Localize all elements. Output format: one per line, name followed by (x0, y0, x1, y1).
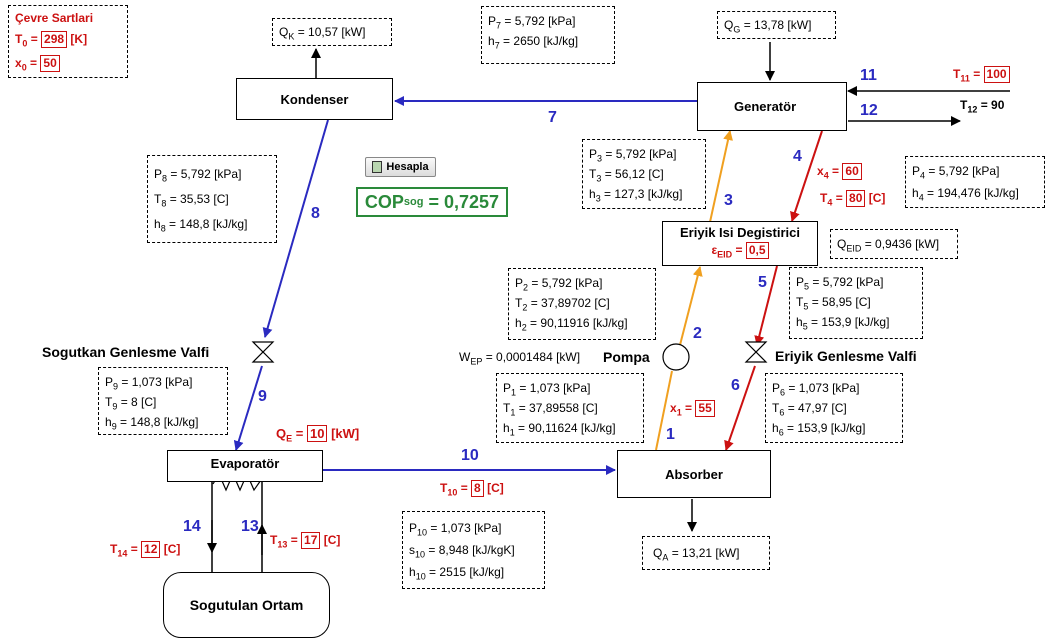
environment-panel: Çevre Sartlari T0 = 298 [K] x0 = 50 (8, 5, 128, 78)
state-number-6: 6 (731, 377, 740, 394)
t10-input[interactable]: 8 (471, 480, 484, 497)
stream-9-line (233, 365, 263, 451)
t11-input[interactable]: 100 (983, 66, 1010, 83)
state-8-box: P8 = 5,792 [kPa] T8 = 35,53 [C] h8 = 148… (147, 155, 277, 243)
stream-5-line (754, 265, 778, 346)
state-number-1: 1 (666, 426, 675, 443)
t0-input[interactable]: 298 (41, 31, 68, 48)
qa-value: = 13,21 [kW] (671, 546, 740, 560)
kondenser-box: Kondenser (236, 78, 393, 120)
eid-box: Eriyik Isi Degistirici εEID = 0,5 (662, 221, 818, 266)
state-number-7: 7 (548, 109, 557, 126)
stream-4-line (790, 130, 823, 222)
stream-6-line (724, 365, 756, 451)
state-number-12: 12 (860, 102, 878, 119)
qeid-box: QEID = 0,9436 [kW] (830, 229, 958, 259)
state-4-box: P4 = 5,792 [kPa] h4 = 194,476 [kJ/kg] (905, 156, 1045, 208)
state-number-4: 4 (793, 148, 802, 165)
t12-label: T12 = 90 (960, 98, 1005, 115)
state-2-box: P2 = 5,792 [kPa] T2 = 37,89702 [C] h2 = … (508, 268, 656, 340)
state-number-9: 9 (258, 388, 267, 405)
state-number-2: 2 (693, 325, 702, 342)
stream-3-line (709, 130, 733, 223)
x0-input[interactable]: 50 (40, 55, 60, 72)
stream-1-line (655, 370, 673, 451)
stream-8-line (262, 119, 329, 338)
t4-input[interactable]: 80 (846, 190, 866, 207)
state-number-10: 10 (461, 447, 479, 464)
qe-input[interactable]: 10 (306, 425, 328, 442)
evaporator-box: Evaporatör (167, 450, 323, 482)
state-number-3: 3 (724, 192, 733, 209)
t13-input[interactable]: 17 (301, 532, 321, 549)
wep-label: WEP = 0,0001484 [kW] (459, 350, 581, 367)
t11-label: T11 = 100 (953, 66, 1010, 83)
eid-effectiveness: εEID = 0,5 (711, 242, 769, 259)
refrigerant-valve-icon (251, 341, 275, 363)
x1-label: x1 = 55 (670, 400, 715, 417)
stream-2-line (679, 266, 703, 346)
state-number-5: 5 (758, 274, 767, 291)
t0-unit: [K] (70, 32, 88, 46)
solution-valve-label: Eriyik Genlesme Valfi (775, 348, 917, 364)
qk-box: QK = 10,57 [kW] (272, 18, 392, 46)
pump-icon (662, 343, 690, 371)
state-7-box: P7 = 5,792 [kPa] h7 = 2650 [kJ/kg] (481, 6, 615, 64)
x0-label: x (15, 56, 22, 70)
x4-input[interactable]: 60 (842, 163, 862, 180)
state-3-box: P3 = 5,792 [kPa] T3 = 56,12 [C] h3 = 127… (582, 139, 706, 209)
x1-input[interactable]: 55 (695, 400, 715, 417)
environment-title: Çevre Sartlari (15, 11, 94, 25)
solution-valve-icon (744, 341, 768, 363)
state-6-box: P6 = 1,073 [kPa] T6 = 47,97 [C] h6 = 153… (765, 373, 903, 443)
x0-sub: 0 (21, 62, 27, 73)
pump-label: Pompa (603, 349, 650, 365)
state-number-13: 13 (241, 518, 259, 535)
state-9-box: P9 = 1,073 [kPa] T9 = 8 [C] h9 = 148,8 [… (98, 367, 228, 435)
calculate-button[interactable]: Hesapla (365, 157, 436, 177)
t0-label: T (15, 32, 23, 46)
generator-box: Generatör (697, 82, 847, 131)
state-10-box: P10 = 1,073 [kPa] s10 = 8,948 [kJ/kgK] h… (402, 511, 545, 589)
qk-value: = 10,57 [kW] (297, 25, 366, 39)
qeid-value: = 0,9436 [kW] (864, 237, 940, 251)
calculator-icon (372, 161, 383, 173)
state-1-box: P1 = 1,073 [kPa] T1 = 37,89558 [C] h1 = … (496, 373, 644, 443)
t14-input[interactable]: 12 (141, 541, 161, 558)
state-number-11: 11 (860, 67, 877, 84)
t13-label: T13 = 17 [C] (270, 532, 341, 550)
x0-row: x0 = 50 (15, 51, 121, 75)
eid-eff-input[interactable]: 0,5 (745, 242, 769, 259)
qg-value: = 13,78 [kW] (743, 18, 812, 32)
state-5-box: P5 = 5,792 [kPa] T5 = 58,95 [C] h5 = 153… (789, 267, 923, 339)
refrigerant-valve-label: Sogutkan Genlesme Valfi (42, 344, 210, 360)
t4-label: T4 = 80 [C] (820, 190, 886, 208)
cooled-space-box: Sogutulan Ortam (163, 572, 330, 638)
state-number-8: 8 (311, 205, 320, 222)
qe-label: QE = 10 [kW] (276, 425, 360, 444)
x4-label: x4 = 60 (817, 163, 862, 180)
t0-row: T0 = 298 [K] (15, 31, 88, 49)
qa-box: QA = 13,21 [kW] (642, 536, 770, 570)
t0-sub: 0 (22, 38, 28, 49)
absorber-box: Absorber (617, 450, 771, 498)
state-number-14: 14 (183, 518, 201, 535)
qg-box: QG = 13,78 [kW] (717, 11, 836, 39)
t10-label: T10 = 8 [C] (440, 480, 504, 498)
t14-label: T14 = 12 [C] (110, 541, 181, 559)
